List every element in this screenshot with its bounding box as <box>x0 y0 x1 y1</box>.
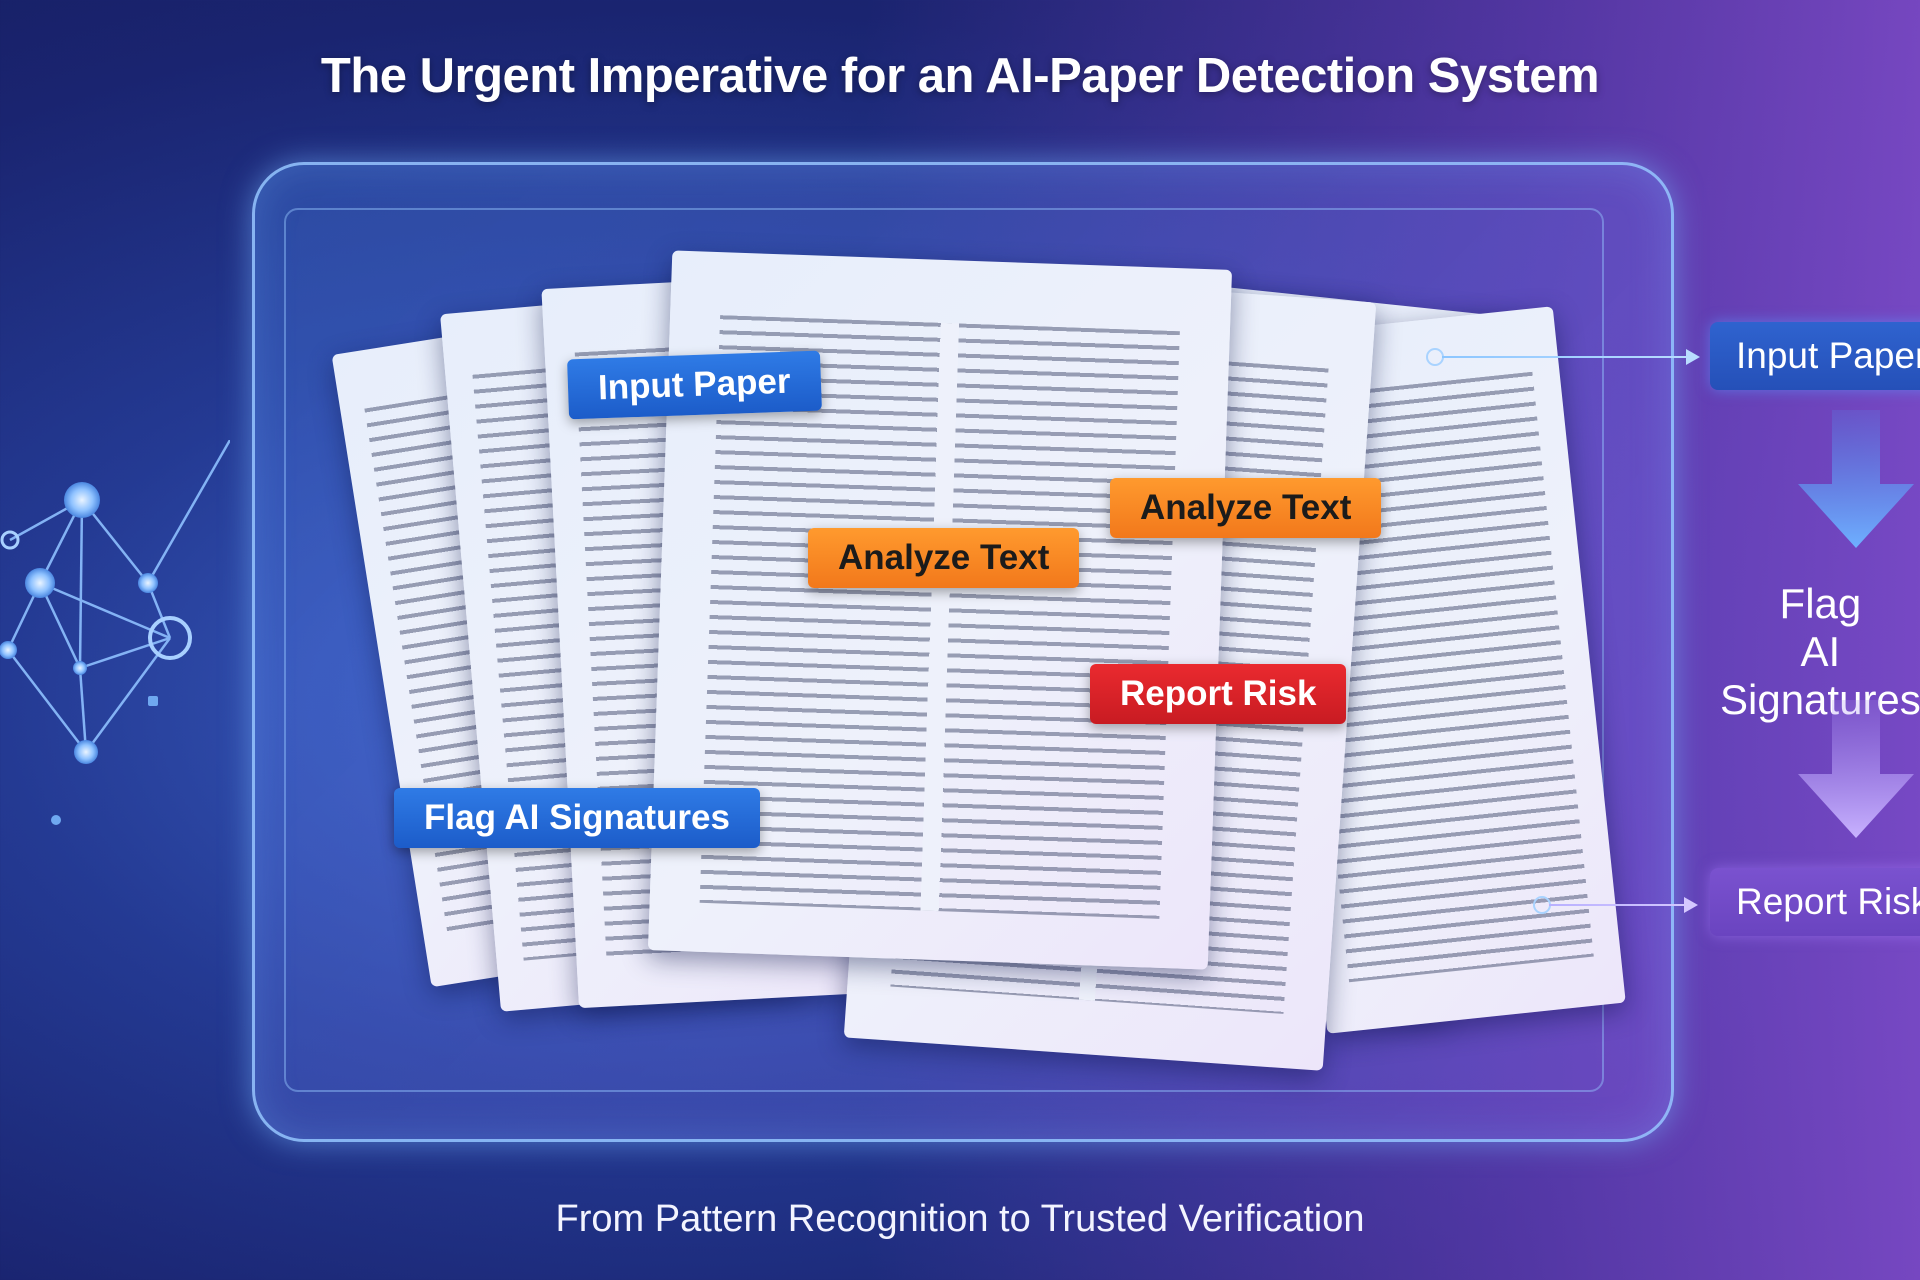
flow-step-flag-line2: AI Signatures <box>1720 628 1920 723</box>
page-subtitle: From Pattern Recognition to Trusted Veri… <box>555 1198 1365 1240</box>
down-arrow-icon <box>1798 700 1914 838</box>
flow-step-flag-ai: Flag AI Signatures <box>1720 580 1920 724</box>
network-graph-icon <box>0 440 230 825</box>
arrow-head-icon <box>1684 897 1698 913</box>
flow-step-input-paper: Input Paper <box>1710 322 1920 390</box>
flow-step-flag-line1: Flag <box>1779 580 1862 627</box>
page-title: The Urgent Imperative for an AI-Paper De… <box>320 49 1600 103</box>
flag-ai-signatures-tag: Flag AI Signatures <box>394 788 760 848</box>
report-risk-tag: Report Risk <box>1090 664 1347 724</box>
down-arrow-icon <box>1798 410 1914 548</box>
analyze-text-tag: Analyze Text <box>808 528 1080 588</box>
input-paper-tag: Input Paper <box>567 350 822 420</box>
flow-step-report-risk: Report Risk <box>1710 868 1920 936</box>
arrow-head-icon <box>1686 349 1700 365</box>
analyze-text-tag: Analyze Text <box>1110 478 1382 538</box>
connector-line <box>1549 904 1689 906</box>
connector-line <box>1442 356 1692 358</box>
inner-frame <box>284 208 1604 1092</box>
